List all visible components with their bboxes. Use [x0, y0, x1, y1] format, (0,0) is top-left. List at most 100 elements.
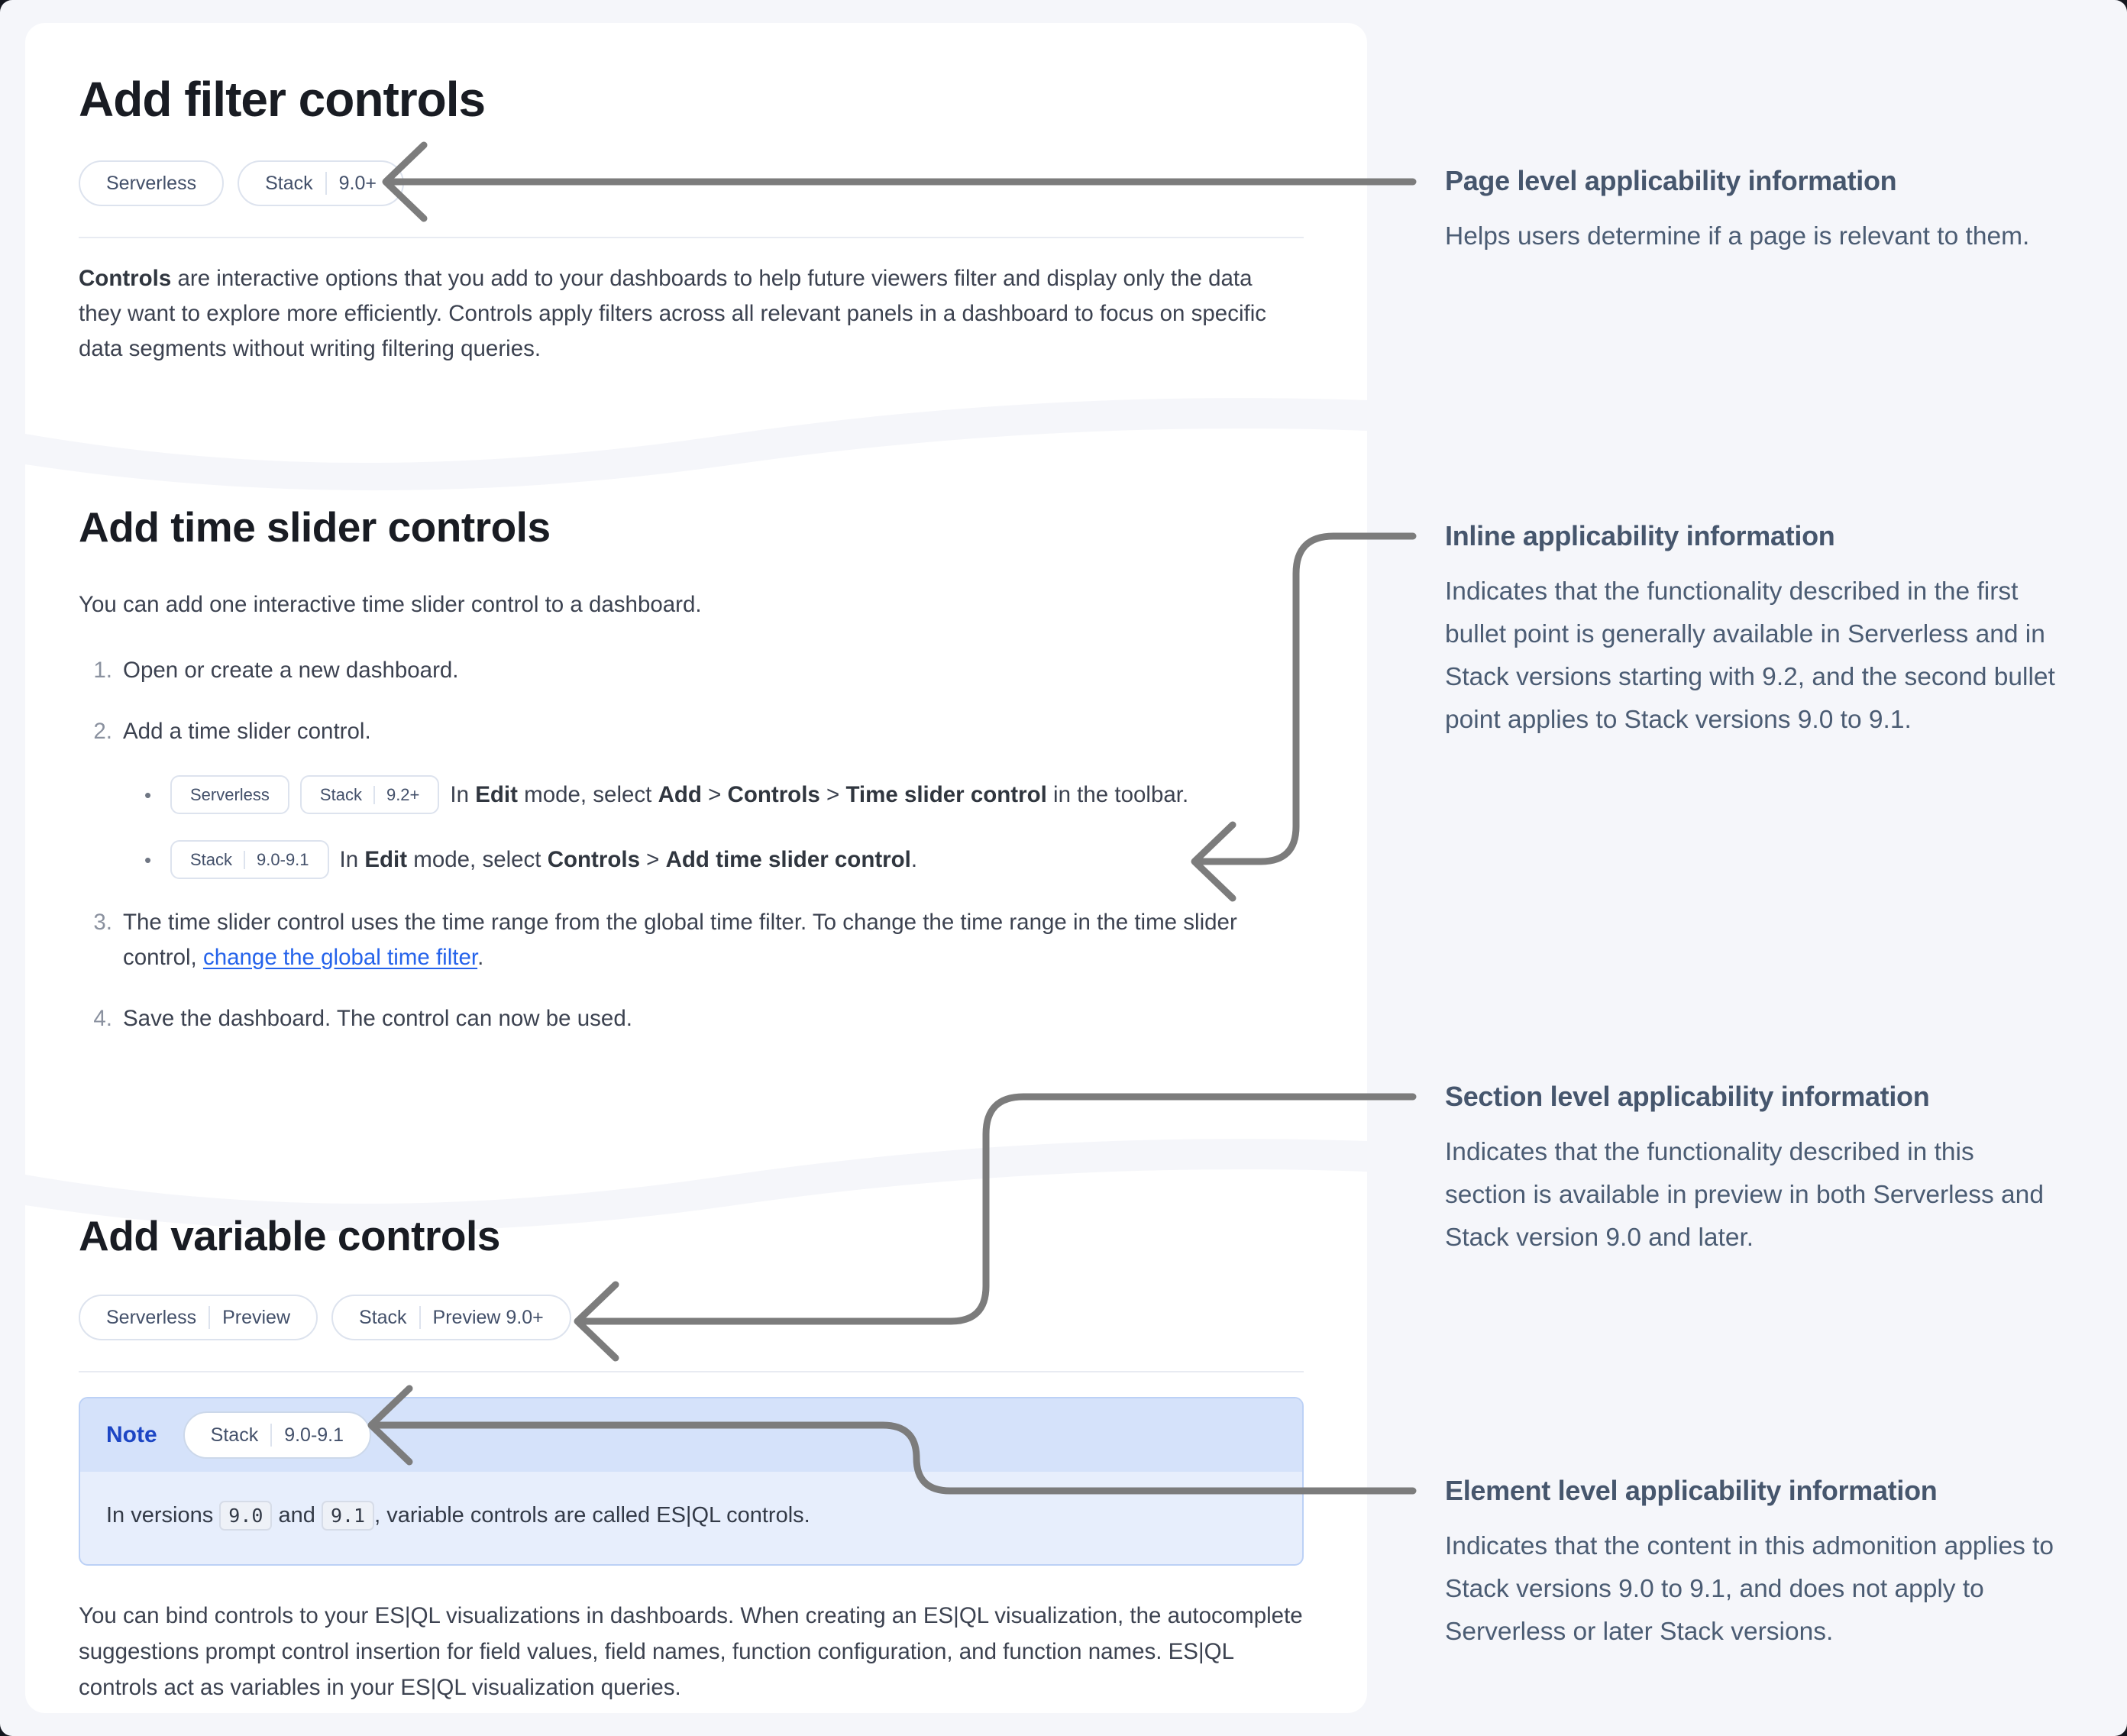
text-run: mode, select: [517, 781, 658, 807]
annotation-title: Page level applicability information: [1445, 165, 1897, 196]
note-body: In versions 9.0 and 9.1, variable contro…: [80, 1472, 1302, 1564]
annotation-body: Helps users determine if a page is relev…: [1445, 222, 2030, 251]
badge-label: Serverless: [190, 784, 270, 804]
text-run: in the toolbar.: [1046, 781, 1189, 807]
badge-stack-90-91: Stack 9.0-9.1: [170, 840, 329, 879]
intro-paragraph: Controls are interactive options that yo…: [79, 261, 1285, 367]
section-add-time-slider-controls: Add time slider controls You can add one…: [79, 500, 1304, 1036]
link-change-global-time-filter[interactable]: change the global time filter: [202, 945, 478, 970]
page-badge-row: Serverless Stack 9.0+: [79, 160, 1304, 206]
badge-serverless: Serverless: [79, 160, 225, 206]
annotation-title: Section level applicability information: [1445, 1081, 1930, 1112]
badge-version-label: 9.0+: [338, 172, 377, 194]
section-title: Add time slider controls: [79, 503, 551, 551]
text-run: Time slider control: [845, 781, 1047, 807]
badge-stack-version: Stack 9.0+: [238, 160, 404, 206]
step-2: 2. Add a time slider control. • Serverle…: [79, 714, 1304, 879]
text-run: Edit: [364, 846, 408, 872]
badge-divider: [419, 1306, 421, 1329]
annotation-body: Indicates that the content in this admon…: [1445, 1532, 2054, 1646]
step-text: Open or create a new dashboard.: [123, 658, 459, 683]
badge-label: Serverless: [106, 1306, 197, 1328]
badge-stack-preview: Stack Preview 9.0+: [331, 1295, 571, 1340]
bullet-serverless-stack-92: • Serverless Stack 9.2+ In Edit mode, se…: [144, 775, 1304, 814]
text-run: Edit: [475, 781, 518, 807]
inline-code: 9.0: [219, 1501, 273, 1531]
badge-label: Stack: [210, 1424, 259, 1446]
badge-version-label: 9.0-9.1: [257, 849, 309, 869]
annotation-body: Indicates that the functionality describ…: [1445, 577, 2055, 734]
badge-serverless-preview: Serverless Preview: [79, 1295, 318, 1340]
annotation-section-level: Section level applicability information …: [1445, 1079, 2056, 1259]
bullet-text: In Edit mode, select Controls > Add time…: [340, 842, 918, 878]
section-divider: [79, 1371, 1304, 1372]
section-divider: [79, 237, 1304, 238]
text-run: Open or create a new dashboard.: [123, 658, 459, 683]
numbered-steps: 1. Open or create a new dashboard. 2. Ad…: [79, 653, 1304, 1036]
step-4: 4. Save the dashboard. The control can n…: [79, 1001, 1304, 1036]
text-run: In versions: [106, 1503, 220, 1527]
badge-lifecycle-label: Preview: [222, 1306, 291, 1328]
text-run: >: [639, 846, 666, 872]
text-run: Add a time slider control.: [123, 719, 371, 744]
badge-version-label: 9.0-9.1: [284, 1424, 344, 1446]
step-text: The time slider control uses the time ra…: [123, 910, 1237, 970]
note-badge-stack-90-91: Stack 9.0-9.1: [183, 1411, 372, 1459]
annotation-body: Indicates that the functionality describ…: [1445, 1138, 2044, 1252]
text-run: In: [450, 781, 476, 807]
text-run: You can bind controls to your ES|QL visu…: [79, 1603, 1303, 1700]
text-run: >: [819, 781, 846, 807]
step-number: 4.: [93, 1006, 112, 1031]
text-run: The time slider control uses the time ra…: [123, 910, 1237, 970]
note-admonition: Note Stack 9.0-9.1 In versions 9.0 and 9…: [79, 1397, 1304, 1566]
step-3: 3. The time slider control uses the time…: [79, 905, 1304, 975]
badge-divider: [208, 1306, 211, 1329]
bullet-text: In Edit mode, select Add > Controls > Ti…: [450, 777, 1188, 813]
badge-label: Stack: [359, 1306, 407, 1328]
bullet-dot-icon: •: [144, 783, 152, 807]
text-run: Controls: [79, 266, 172, 291]
section-title: Add variable controls: [79, 1212, 500, 1259]
bullet-stack-90-91: • Stack 9.0-9.1 In Edit mode, select Con…: [144, 840, 1304, 879]
text-run: .: [477, 945, 484, 970]
step-number: 2.: [93, 719, 112, 744]
closing-paragraph: You can bind controls to your ES|QL visu…: [79, 1598, 1304, 1705]
text-run: .: [910, 846, 918, 872]
annotation-title: Inline applicability information: [1445, 520, 1835, 551]
step-1: 1. Open or create a new dashboard.: [79, 653, 1304, 688]
badge-label: Serverless: [106, 172, 197, 194]
badge-lifecycle-version-label: Preview 9.0+: [432, 1306, 544, 1328]
text-run: >: [701, 781, 728, 807]
badge-version-label: 9.2+: [386, 784, 420, 804]
inline-code: 9.1: [321, 1501, 375, 1531]
step-text: Add a time slider control.: [123, 719, 371, 744]
badge-divider: [325, 172, 327, 195]
section-add-variable-controls: Add variable controls Serverless Preview…: [79, 1209, 1304, 1705]
badge-divider: [244, 850, 246, 869]
text-run: Save the dashboard. The control can now …: [123, 1006, 632, 1031]
bullet-dot-icon: •: [144, 848, 152, 871]
text-run: are interactive options that you add to …: [79, 266, 1267, 361]
section-intro: You can add one interactive time slider …: [79, 592, 702, 617]
step-number: 3.: [93, 910, 112, 935]
badge-divider: [373, 785, 375, 804]
annotation-inline-level: Inline applicability information Indicat…: [1445, 519, 2056, 742]
badge-label: Stack: [265, 172, 313, 194]
badge-stack-92: Stack 9.2+: [299, 775, 440, 814]
page-title: Add filter controls: [79, 72, 486, 127]
text-run: mode, select: [407, 846, 548, 872]
text-run: In: [339, 846, 365, 872]
step-number: 1.: [93, 658, 112, 683]
text-run: Controls: [727, 781, 820, 807]
text-run: and: [272, 1503, 322, 1527]
text-run: Add: [658, 781, 702, 807]
sub-bullet-list: • Serverless Stack 9.2+ In Edit mode, se…: [123, 775, 1304, 879]
section-badge-row: Serverless Preview Stack Preview 9.0+: [79, 1295, 1304, 1340]
note-label: Note: [106, 1422, 157, 1447]
annotation-title: Element level applicability information: [1445, 1475, 1938, 1506]
step-text: Save the dashboard. The control can now …: [123, 1006, 632, 1031]
annotation-element-level: Element level applicability information …: [1445, 1473, 2056, 1654]
badge-label: Stack: [190, 849, 233, 869]
section-add-filter-controls: Add filter controls Serverless Stack 9.0…: [79, 70, 1304, 367]
